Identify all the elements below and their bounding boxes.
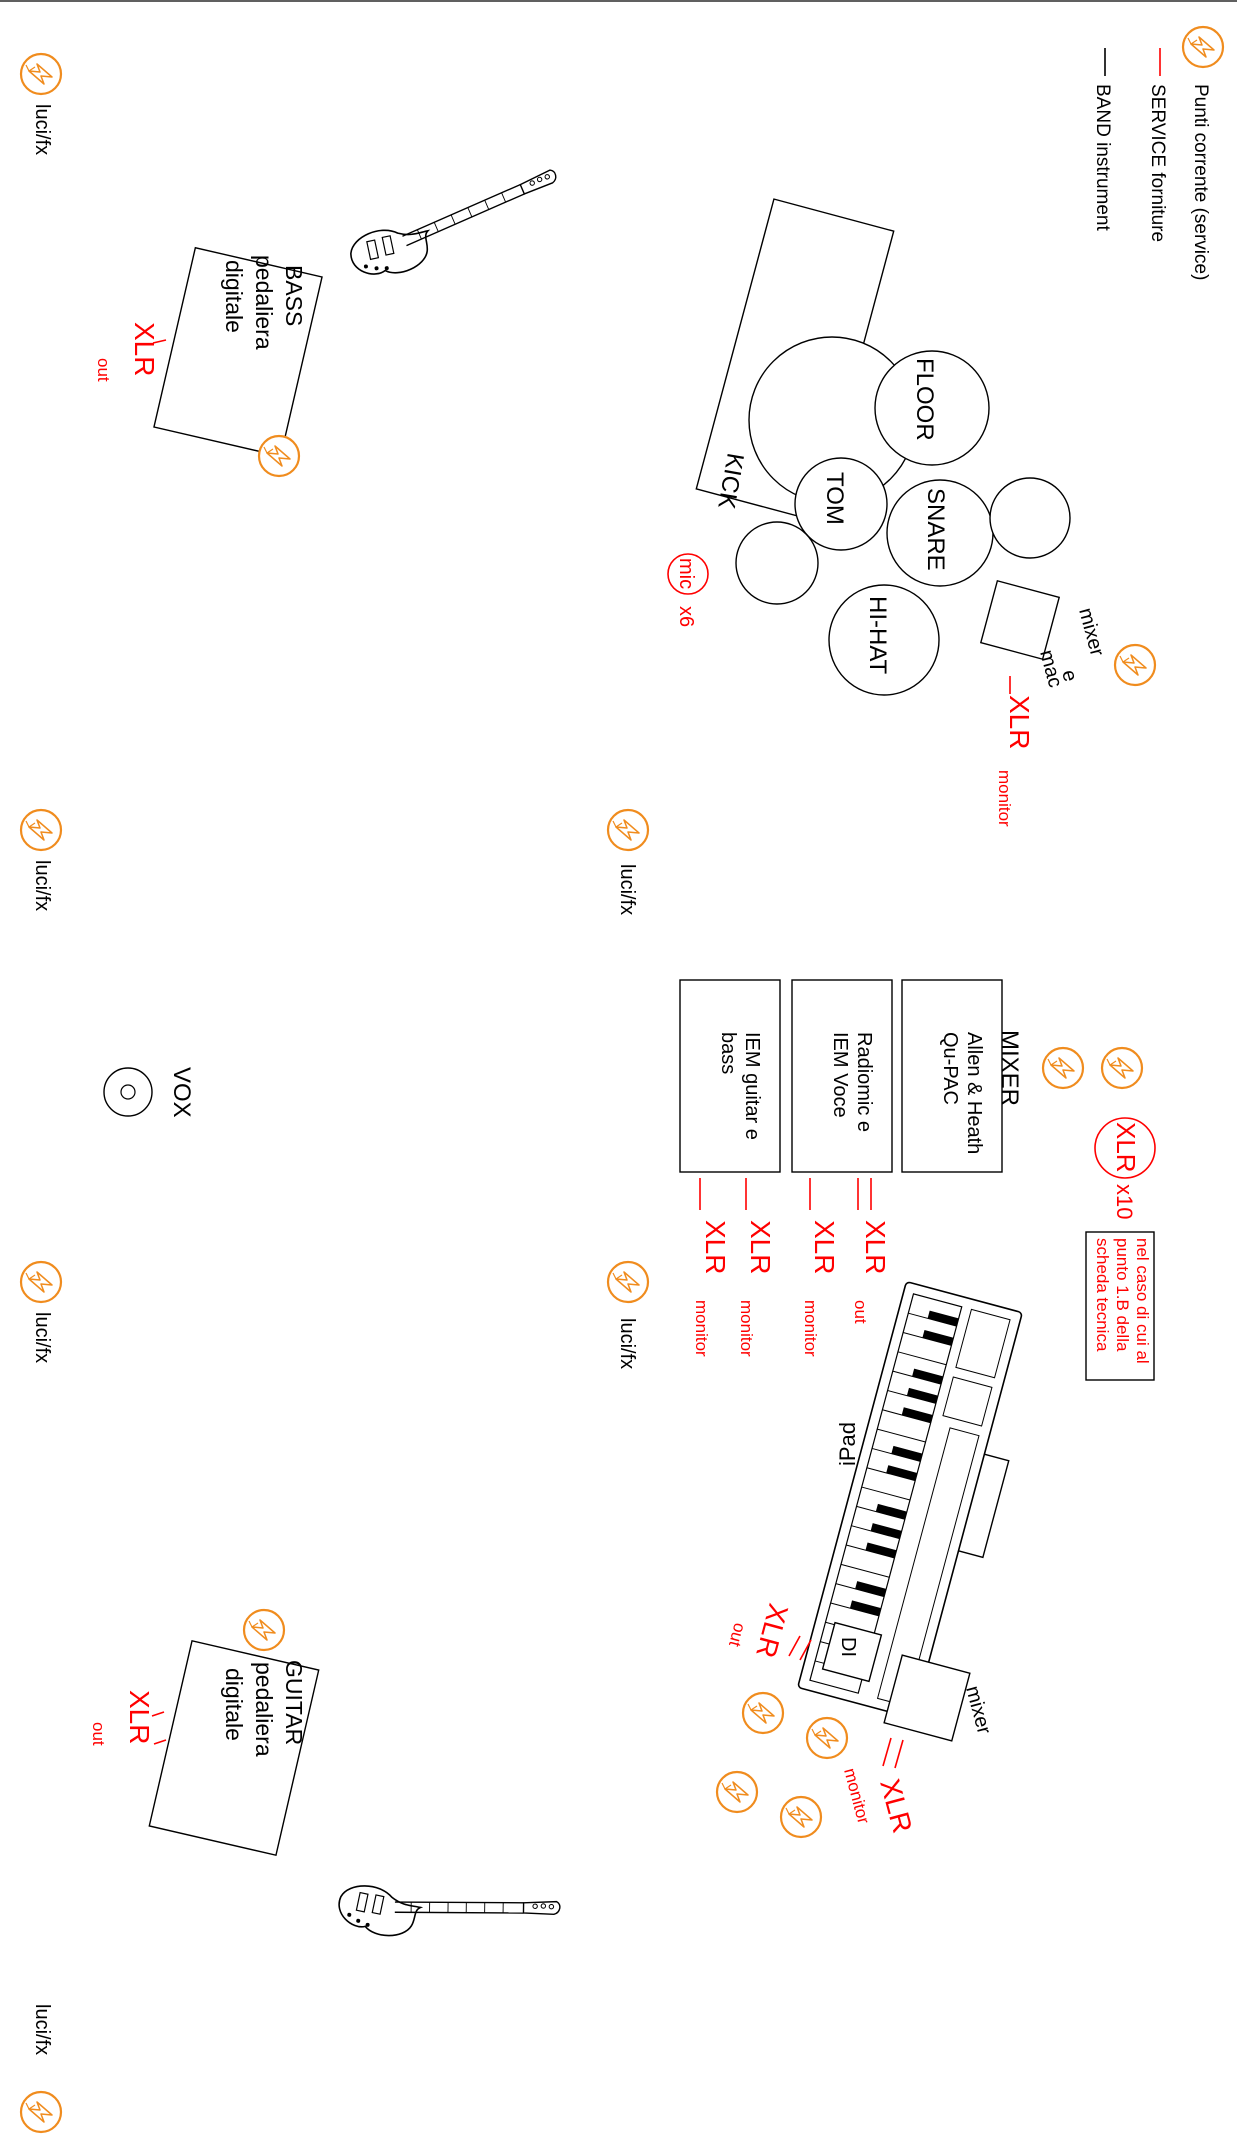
drum-mixer-label: mixer	[1074, 606, 1108, 659]
drum-xlr-label: XLR	[1004, 695, 1035, 749]
keys-power-icon	[781, 1797, 821, 1837]
bass-xlr-label: XLR	[129, 322, 160, 376]
bass-guitar-icon	[342, 169, 569, 282]
small-tom	[736, 522, 818, 604]
snare-label: SNARE	[922, 488, 949, 571]
iem-monitor-label-b: monitor	[692, 1300, 711, 1357]
bass-section: BASS pedaliera digitale XLR out	[94, 169, 569, 476]
iem-line: IEM guitar e	[741, 1032, 763, 1140]
tom-label: TOM	[821, 472, 848, 525]
drum-mic-count: x6	[675, 606, 697, 627]
legend-power-icon	[1183, 27, 1223, 67]
service-note-line: scheda tecnica	[1093, 1238, 1112, 1352]
xlr-x10-label: XLR	[1111, 1122, 1141, 1173]
keys-monitor-cable	[883, 1738, 891, 1766]
guitar-power-icon	[244, 1610, 284, 1650]
power-point-icon	[21, 1262, 61, 1302]
di-label: DI	[837, 1637, 859, 1657]
service-note-line: punto 1.B della	[1113, 1238, 1132, 1352]
keys-xlr-label: XLR	[874, 1776, 918, 1837]
service-note-line: nel caso di cui al	[1133, 1238, 1152, 1364]
keys-power-icon	[717, 1772, 757, 1812]
power-point-icon	[608, 810, 648, 850]
guitar-icon	[334, 1857, 561, 1970]
bass-out-label: out	[94, 358, 113, 382]
drum-power-icon	[1115, 645, 1155, 685]
drum-mixer-label: mac	[1035, 648, 1066, 690]
keys-monitor-label: monitor	[840, 1766, 873, 1826]
guitar-out-label: out	[89, 1722, 108, 1746]
bass-box-line: pedaliera	[251, 255, 277, 350]
power-point-icon	[21, 2092, 61, 2132]
legend: Punti corrente (service) SERVICE fornitu…	[1092, 27, 1223, 280]
legend-band-label: BAND instrument	[1092, 84, 1113, 231]
mixer-title: MIXER	[996, 1030, 1023, 1106]
guitar-box-line: digitale	[221, 1668, 247, 1741]
legend-power-label: Punti corrente (service)	[1190, 84, 1211, 280]
guitar-xlr-label: XLR	[124, 1690, 155, 1744]
guitar-section: GUITAR pedaliera digitale XLR out	[89, 1610, 561, 1970]
ipad-label: iPad	[835, 1422, 860, 1466]
radiomic-line: Radiomic e	[853, 1032, 875, 1132]
floor-label: FLOOR	[911, 358, 938, 441]
drum-monitor-label: monitor	[995, 770, 1014, 827]
iem-monitor-label-a: monitor	[737, 1300, 756, 1357]
guitar-box-title: GUITAR	[281, 1660, 307, 1745]
vox-label: VOX	[168, 1067, 195, 1118]
xlr-x10-count: x10	[1112, 1184, 1137, 1219]
luci-fx-label: luci/fx	[31, 860, 53, 911]
mixer-model-line: Allen & Heath	[963, 1032, 985, 1154]
power-point-icon	[21, 54, 61, 94]
luci-fx-label: luci/fx	[31, 1312, 53, 1363]
vocal-position: VOX	[104, 1067, 195, 1118]
keys-monitor-cable	[895, 1740, 903, 1768]
bass-box-title: BASS	[281, 265, 307, 326]
iem-line: bass	[717, 1032, 739, 1074]
luci-fx-label: luci/fx	[31, 2004, 53, 2055]
keyboard-section: iPad DI XLR out mixer XLR monitor	[717, 1282, 1022, 1837]
cymbal	[990, 478, 1070, 558]
iem-xlr-label-a: XLR	[745, 1220, 776, 1274]
hihat-label: HI-HAT	[864, 596, 891, 675]
di-xlr-label: XLR	[750, 1600, 794, 1661]
keys-mixer-label: mixer	[961, 1684, 995, 1737]
mixer-out-label: out	[851, 1300, 870, 1324]
guitar-box-line: pedaliera	[251, 1662, 277, 1757]
mixer-model-line: Qu-PAC	[939, 1032, 961, 1105]
keys-power-icon	[743, 1693, 783, 1733]
bass-power-icon	[259, 436, 299, 476]
power-point-icon	[608, 1262, 648, 1302]
luci-fx-label: luci/fx	[616, 1318, 638, 1369]
bass-box-line: digitale	[221, 260, 247, 333]
iem-xlr-label-b: XLR	[700, 1220, 731, 1274]
power-point-icon	[21, 810, 61, 850]
mixer-xlr-label: XLR	[860, 1220, 891, 1274]
radiomic-line: IEM Voce	[829, 1032, 851, 1118]
drum-kit: FLOOR TOM SNARE HI-HAT KICK mic x6 mixer…	[668, 199, 1155, 827]
mixer-power-icon	[1043, 1048, 1083, 1088]
mixer-power-icon	[1102, 1048, 1142, 1088]
radiomic-monitor-label: monitor	[801, 1300, 820, 1357]
di-out-label: out	[725, 1621, 750, 1649]
radiomic-xlr-label: XLR	[809, 1220, 840, 1274]
drum-mixer-mac-box	[981, 581, 1059, 659]
iem-box	[680, 980, 780, 1172]
di-out-cable	[789, 1636, 800, 1656]
drum-mic-label: mic	[675, 558, 697, 589]
legend-service-label: SERVICE forniture	[1147, 84, 1168, 242]
keys-power-icon	[807, 1718, 847, 1758]
luci-fx-label: luci/fx	[616, 864, 638, 915]
luci-fx-label: luci/fx	[31, 104, 53, 155]
